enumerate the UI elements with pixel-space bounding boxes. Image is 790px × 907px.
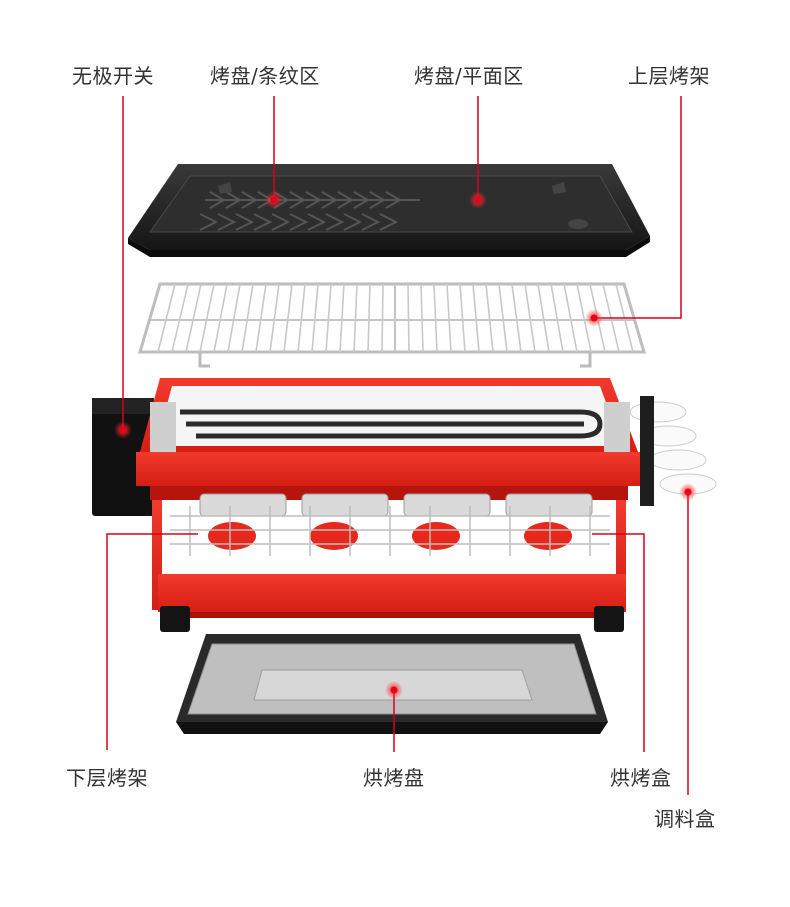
label-plate-striped-zone: 烤盘/条纹区 <box>210 64 320 88</box>
leader-upper-rack <box>594 96 682 319</box>
markers <box>114 191 697 699</box>
label-stepless-switch: 无极开关 <box>72 64 154 88</box>
leader-lower-rack <box>106 533 198 750</box>
label-baking-box: 烘烤盒 <box>610 766 672 790</box>
label-plate-flat-zone: 烤盘/平面区 <box>414 64 524 88</box>
leader-box <box>592 533 645 752</box>
grill-plate <box>128 164 650 257</box>
label-seasoning-box: 调料盒 <box>654 807 716 831</box>
grill-body <box>92 378 717 632</box>
heating-element <box>180 409 603 439</box>
label-upper-rack: 上层烤架 <box>628 64 710 88</box>
baking-boxes <box>199 493 593 550</box>
leader-lines <box>106 96 689 795</box>
seasoning-cups <box>629 396 717 506</box>
label-baking-tray: 烘烤盘 <box>363 766 425 790</box>
upper-rack <box>137 282 647 368</box>
lower-rack <box>170 506 610 556</box>
striped-zone <box>199 191 420 231</box>
baking-tray <box>176 634 608 734</box>
control-box <box>92 398 154 516</box>
label-lower-rack: 下层烤架 <box>66 766 148 790</box>
